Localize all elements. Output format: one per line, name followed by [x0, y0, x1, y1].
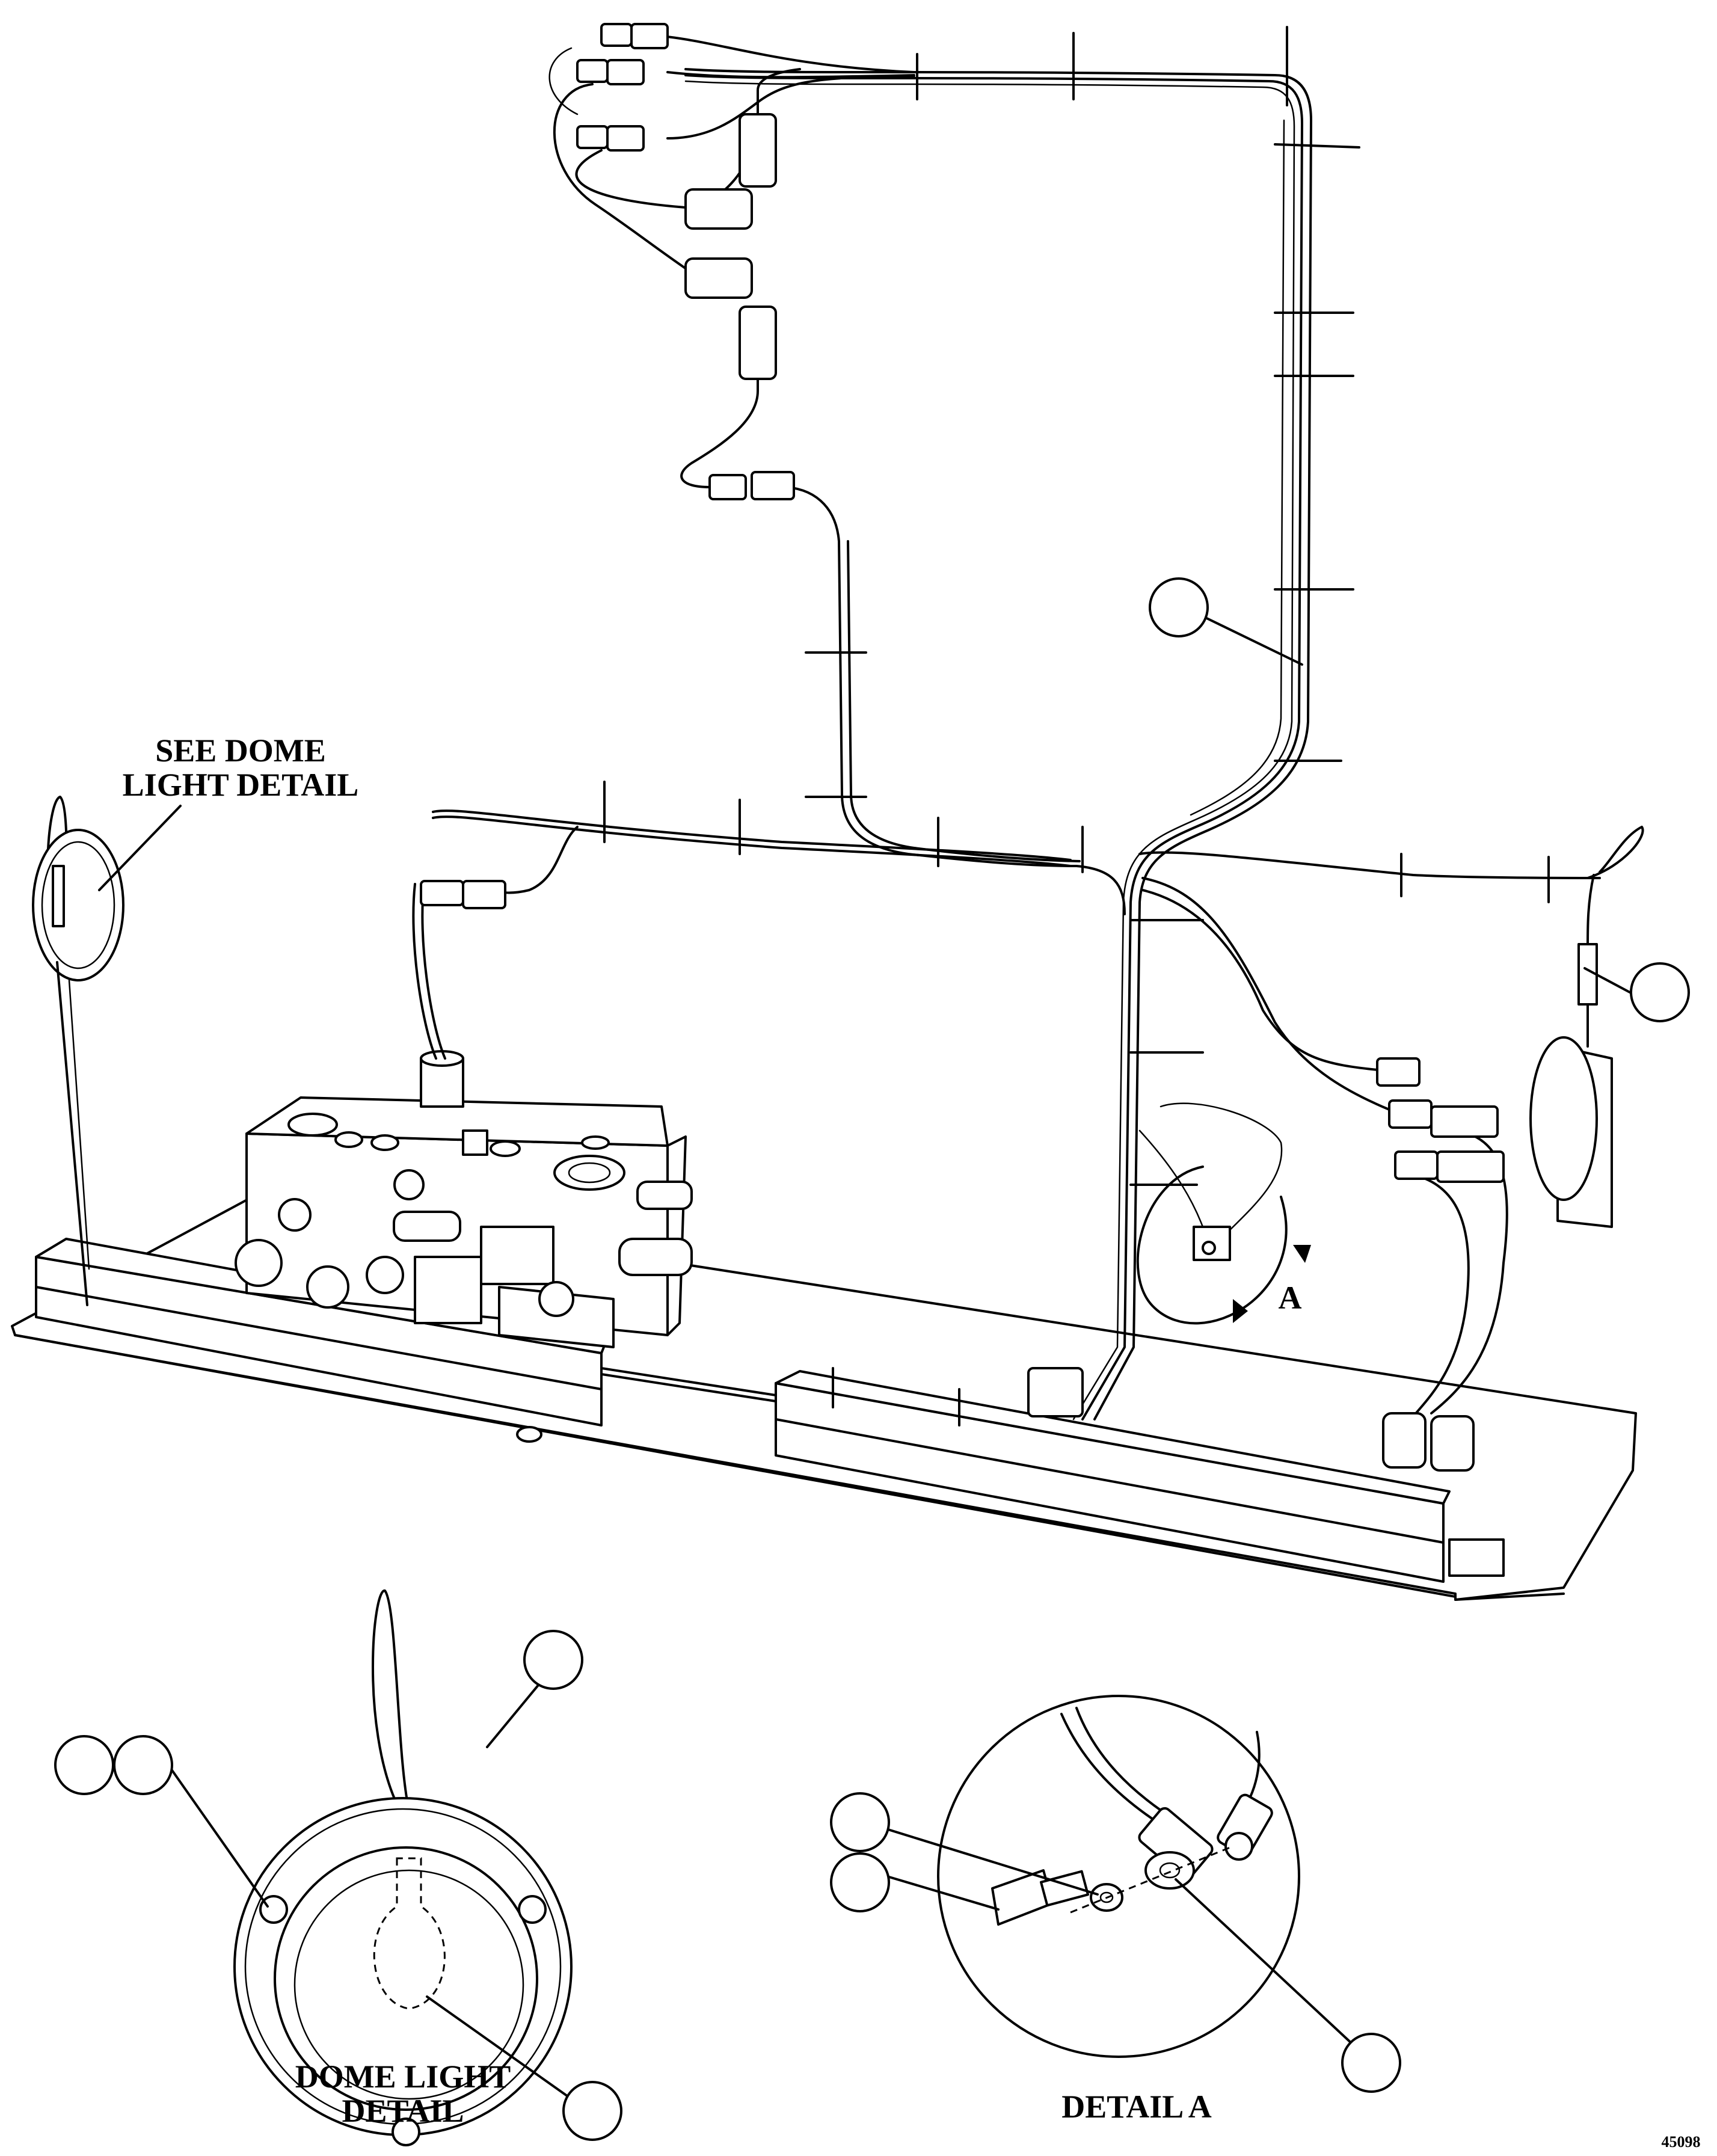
see-dome-light-label: SEE DOME LIGHT DETAIL [96, 734, 385, 802]
dome-light-assembly [32, 796, 124, 1306]
see-dome-light-line2: LIGHT DETAIL [122, 766, 359, 803]
dome-light-detail-title: DOME LIGHT DETAIL [265, 2060, 541, 2128]
callout-balloon [54, 1735, 114, 1795]
see-dome-light-line1: SEE DOME [155, 732, 326, 769]
detail-a-title: DETAIL A [1061, 2089, 1212, 2125]
detail-a-marker: A [1278, 1280, 1302, 1316]
callout-balloon [1149, 577, 1209, 637]
harness-clips [603, 26, 1550, 1427]
wire-harness [412, 35, 1644, 1420]
callout-balloon [830, 1792, 890, 1852]
callout-balloon [1630, 962, 1690, 1022]
callout-balloon [523, 1630, 583, 1690]
drain-fitting [516, 1426, 542, 1443]
dome-light-detail-line1: DOME LIGHT [295, 2059, 511, 2095]
detail-a-callout [1136, 1166, 1311, 1325]
right-lamp-assembly [1529, 943, 1613, 1228]
rail-channel [600, 1373, 777, 1402]
callout-balloon [562, 2081, 622, 2141]
callout-balloon [1341, 2033, 1401, 2093]
callout-balloon [830, 1852, 890, 1912]
detail-a [830, 1695, 1401, 2093]
dome-light-detail [54, 1589, 622, 2146]
drawing-number: 45098 [1661, 2133, 1701, 2151]
dome-light-detail-line2: DETAIL [342, 2092, 464, 2129]
front-rail-right [775, 1370, 1505, 1583]
callouts-main [98, 577, 1690, 1022]
valve-manifold [235, 1050, 693, 1348]
connectors [420, 23, 1505, 1472]
callout-balloon [113, 1735, 173, 1795]
